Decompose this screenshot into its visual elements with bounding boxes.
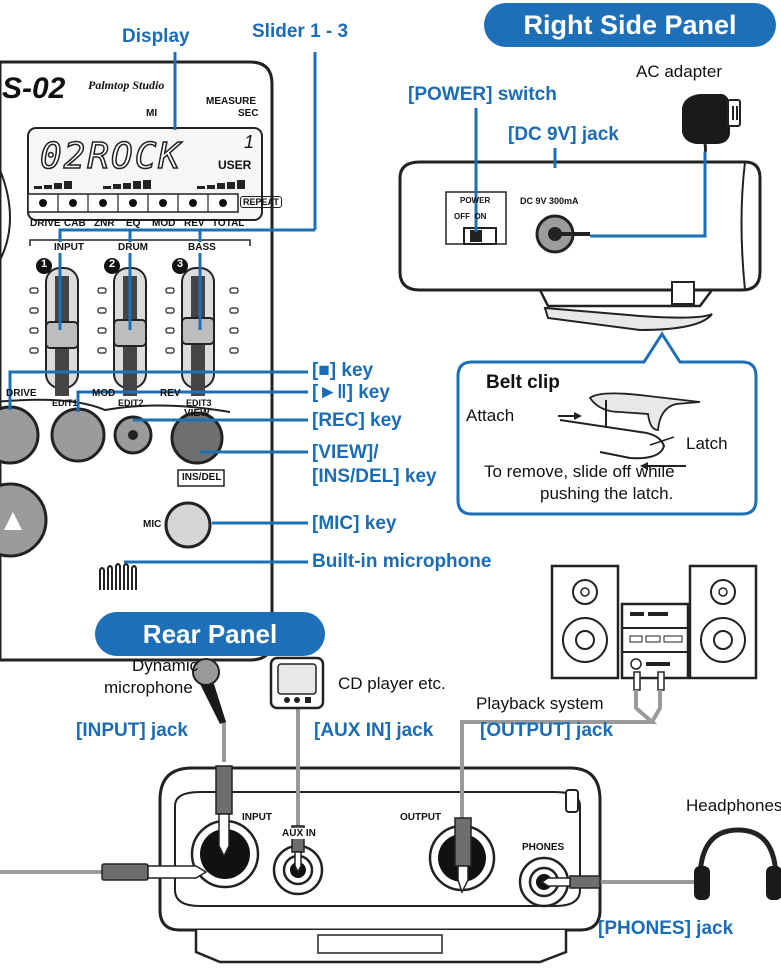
lcd-sec: SEC <box>238 108 259 119</box>
ac-adapter-icon <box>682 94 741 153</box>
dynamic-mic-label-2: microphone <box>104 678 193 697</box>
playback-system-icon <box>550 564 758 691</box>
slider-1[interactable] <box>45 267 79 396</box>
lcd-one: 1 <box>244 132 255 152</box>
edit-label-edit2: EDIT2 <box>118 398 144 408</box>
dynamic-mic-label-1: Dynamic <box>132 656 199 675</box>
group-label-bass: BASS <box>186 242 218 253</box>
power-text: POWER <box>460 196 491 205</box>
belt-clip-callout <box>456 331 758 516</box>
off-on-text: OFF ON <box>454 212 487 221</box>
channel-number-3: 3 <box>176 258 184 270</box>
edit-label-edit3: EDIT3 <box>186 398 212 408</box>
view-key-label: [VIEW]/ <box>312 442 379 463</box>
phones-panel-text: PHONES <box>522 842 565 853</box>
rear-panel-header: Rear Panel <box>95 612 325 656</box>
dc-spec-text: DC 9V 300mA <box>520 196 579 206</box>
cd-player-label: CD player etc. <box>338 674 446 693</box>
device-logo: S-02 <box>2 72 66 105</box>
effect-label-rev: REV <box>184 218 205 229</box>
power-switch-line <box>474 108 707 238</box>
play-key-label: [►‖] key <box>312 382 390 403</box>
mic-key-button[interactable] <box>164 501 212 549</box>
lcd-text: 02ROCK <box>39 135 183 178</box>
mic-text: MIC <box>143 519 162 530</box>
insdel-text: INS/DEL <box>182 472 222 483</box>
output-jack-label: [OUTPUT] jack <box>480 720 614 741</box>
mic-key-label: [MIC] key <box>312 513 397 534</box>
edit-label-rev: REV <box>160 388 181 399</box>
rear-cables <box>0 690 696 884</box>
output-panel-text: OUTPUT <box>400 812 442 823</box>
view-text: VIEW <box>184 408 210 419</box>
input-jack-label: [INPUT] jack <box>76 720 188 741</box>
input-panel-text: INPUT <box>242 812 272 823</box>
group-label-input: INPUT <box>52 242 86 253</box>
display-label: Display <box>122 26 190 47</box>
lcd-user: USER <box>218 158 252 172</box>
edit-label-drive: DRIVE <box>6 388 37 399</box>
play-key-button[interactable] <box>50 407 106 463</box>
cd-player-icon <box>269 656 325 710</box>
rear-panel-device <box>158 766 602 964</box>
repeat-label: REPEAT <box>240 196 282 208</box>
arrow-key-button[interactable] <box>0 482 48 558</box>
rec-key-button[interactable] <box>113 415 153 455</box>
edit-label-mod: MOD <box>92 388 116 399</box>
power-switch-label: [POWER] switch <box>408 84 557 105</box>
phones-jack-label: [PHONES] jack <box>598 918 734 939</box>
effect-label-total: TOTAL <box>212 218 245 229</box>
lcd-measure: MEASURE <box>206 96 257 107</box>
right-side-panel-device <box>398 160 762 332</box>
effect-label-drive: DRIVE <box>30 218 61 229</box>
insdel-key-label: [INS/DEL] key <box>312 466 437 487</box>
belt-clip-title: Belt clip <box>486 372 560 393</box>
device-logo-sub: Palmtop Studio <box>88 78 165 92</box>
channel-number-1: 1 <box>40 258 48 270</box>
belt-clip-note-2: pushing the latch. <box>540 484 674 503</box>
lcd-mi: MI <box>146 108 158 119</box>
aux-in-jack-label: [AUX IN] jack <box>314 720 434 741</box>
edit-label-edit1: EDIT1 <box>52 398 78 408</box>
belt-clip-latch: Latch <box>686 434 728 453</box>
stop-key-label: [■] key <box>312 360 374 381</box>
slider-label: Slider 1 - 3 <box>252 21 349 42</box>
dynamic-microphone-icon <box>192 658 226 724</box>
belt-clip-attach: Attach <box>466 406 515 425</box>
ac-adapter-label: AC adapter <box>636 62 722 81</box>
front-callout-lines <box>8 52 317 564</box>
dc-jack-label: [DC 9V] jack <box>508 124 619 145</box>
effect-label-eq: EQ <box>126 218 141 229</box>
effect-label-mod: MOD <box>152 218 176 229</box>
headphones-label: Headphones <box>686 796 781 815</box>
channel-number-2: 2 <box>108 258 116 270</box>
headphones-icon <box>694 827 781 900</box>
slider-3[interactable] <box>181 267 215 396</box>
belt-clip-note-1: To remove, slide off while <box>484 462 675 481</box>
builtin-mic-label: Built-in microphone <box>312 551 492 572</box>
effect-label-znr: ZNR <box>94 218 115 229</box>
aux-panel-text: AUX IN <box>282 828 316 839</box>
rear-plugs <box>101 765 601 894</box>
right-side-panel-header: Right Side Panel <box>484 3 776 47</box>
playback-system-label: Playback system <box>476 694 604 713</box>
effect-label-cab: CAB <box>64 218 86 229</box>
builtin-microphone-grille <box>99 563 137 590</box>
rec-key-label: [REC] key <box>312 410 402 431</box>
group-label-drum: DRUM <box>116 242 150 253</box>
device-front <box>0 60 274 662</box>
